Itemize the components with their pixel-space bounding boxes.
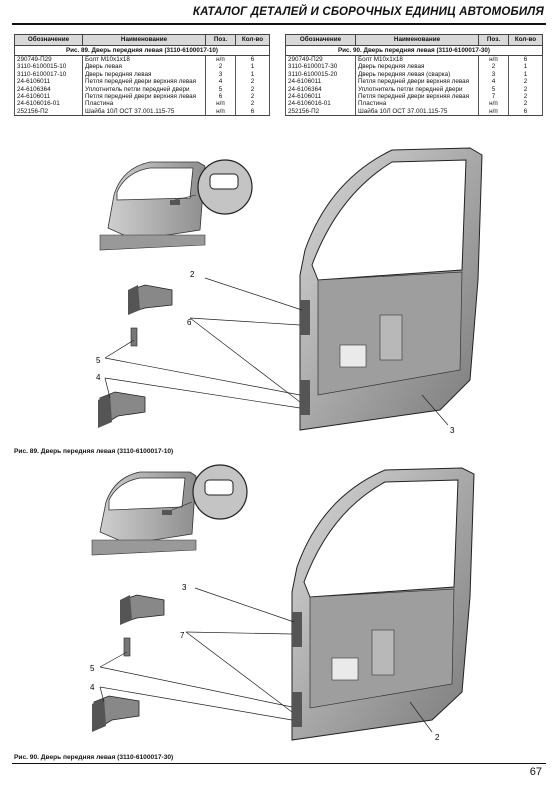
- callout-6: 6: [187, 318, 192, 327]
- footer-divider: [12, 763, 546, 764]
- upper-hinge: [120, 594, 165, 625]
- col-name: Наименование: [355, 34, 479, 46]
- callout-4: 4: [96, 373, 101, 382]
- callout-2: 2: [190, 270, 195, 279]
- upper-hinge: [128, 284, 173, 315]
- parts-table-left: Обозначение Наименование Поз. Кол-во Рис…: [14, 34, 270, 117]
- table-caption: Рис. 90. Дверь передняя левая (3110-6100…: [285, 45, 543, 56]
- header-divider: [12, 23, 546, 25]
- col-designation: Обозначение: [285, 34, 356, 46]
- callout-3: 3: [450, 426, 455, 435]
- table-caption: Рис. 89. Дверь передняя левая (3110-6100…: [14, 45, 270, 56]
- handle-detail-inset: [171, 464, 248, 520]
- car-side-sketch: [91, 471, 197, 556]
- lower-hinge: [92, 695, 140, 732]
- lower-hinge: [98, 391, 146, 428]
- col-quantity: Кол-во: [235, 34, 270, 46]
- page-header: КАТАЛОГ ДЕТАЛЕЙ И СБОРОЧНЫХ ЕДИНИЦ АВТОМ…: [0, 0, 556, 30]
- table-header-row: Обозначение Наименование Поз. Кол-во: [14, 34, 270, 46]
- col-designation: Обозначение: [14, 34, 83, 46]
- col-position: Поз.: [478, 34, 509, 46]
- car-side-sketch: [99, 161, 206, 251]
- callout-2: 2: [435, 733, 440, 742]
- figure-caption: Рис. 90. Дверь передняя левая (3110-6100…: [14, 754, 174, 761]
- col-quantity: Кол-во: [508, 34, 543, 46]
- col-position: Поз.: [205, 34, 236, 46]
- callout-3: 3: [182, 583, 187, 592]
- page-number: 67: [529, 766, 542, 778]
- door-assembly: [291, 467, 475, 741]
- handle-detail-inset: [174, 159, 253, 215]
- figure-90-illustration: 3 7 5 4 2: [90, 464, 475, 742]
- callout-7: 7: [180, 631, 185, 640]
- figure-89-illustration: 2 6 5 4 3: [96, 147, 483, 435]
- parts-table-right: Обозначение Наименование Поз. Кол-во Рис…: [285, 34, 543, 117]
- callout-5: 5: [96, 356, 101, 365]
- hinge-seal: [130, 327, 138, 347]
- callout-5: 5: [90, 664, 95, 673]
- col-name: Наименование: [82, 34, 206, 46]
- leader-lines: [99, 587, 433, 733]
- table-header-row: Обозначение Наименование Поз. Кол-во: [285, 34, 543, 46]
- leader-lines: [104, 277, 449, 426]
- figure-caption: Рис. 89. Дверь передняя левая (3110-6100…: [14, 448, 174, 455]
- hinge-seal: [123, 637, 131, 657]
- callout-4: 4: [90, 683, 95, 692]
- catalog-title: КАТАЛОГ ДЕТАЛЕЙ И СБОРОЧНЫХ ЕДИНИЦ АВТОМ…: [192, 6, 544, 18]
- door-assembly: [299, 147, 483, 431]
